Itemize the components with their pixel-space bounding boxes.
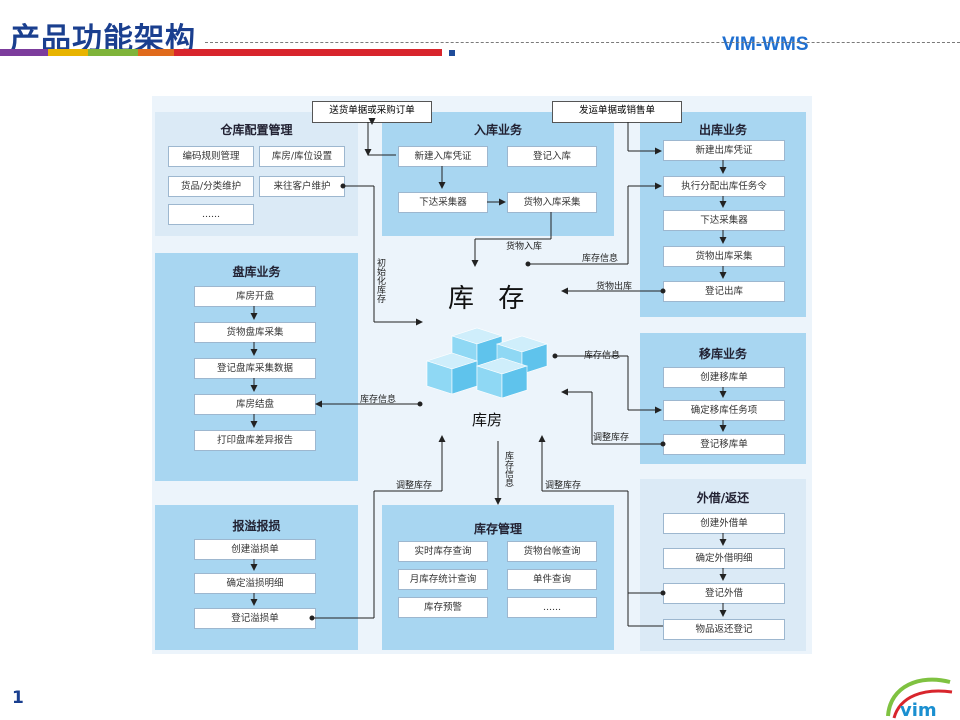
svg-text:vim: vim [900,700,937,720]
box-open-stocktake[interactable]: 库房开盘 [194,286,316,307]
panel-transfer-title: 移库业务 [698,347,747,361]
box-execute-allocation-order[interactable]: 执行分配出库任务令 [663,176,785,197]
box-goods-category[interactable]: 货品/分类维护 [168,176,254,197]
box-outbound-goods-collect[interactable]: 货物出库采集 [663,246,785,267]
box-outbound-dispatch-collector[interactable]: 下达采集器 [663,210,785,231]
panel-loss-title: 报溢报损 [232,519,281,533]
panel-lending-title: 外借/返还 [696,491,750,505]
box-stockmgmt-more[interactable]: ...... [507,597,597,618]
box-register-inbound[interactable]: 登记入库 [507,146,597,167]
panel-outbound-title: 出库业务 [698,123,747,137]
edge-label-goods-in: 货物入库 [506,242,543,252]
box-single-item-query[interactable]: 单件查询 [507,569,597,590]
box-inbound-dispatch-collector[interactable]: 下达采集器 [398,192,488,213]
box-new-inbound-voucher[interactable]: 新建入库凭证 [398,146,488,167]
box-confirm-loss-detail[interactable]: 确定溢损明细 [194,573,316,594]
box-stock-alert[interactable]: 库存预警 [398,597,488,618]
inventory-label: 库 存 [448,284,533,314]
box-confirm-transfer-task[interactable]: 确定移库任务项 [663,400,785,421]
warehouse-label: 库房 [472,411,503,429]
box-create-loss[interactable]: 创建溢损单 [194,539,316,560]
box-inbound-goods-collect[interactable]: 货物入库采集 [507,192,597,213]
warehouse-cubes-icon [426,327,548,399]
header-dashed-rule [205,42,960,43]
edge-label-adjust-lend: 调整库存 [545,481,582,491]
page-number: 1 [12,688,24,708]
panel-inbound: 入库业务 [382,112,614,236]
brand-label: VIM-WMS [722,34,809,55]
edge-label-init-stock: 初始化库存 [375,258,385,303]
box-return-register[interactable]: 物品返还登记 [663,619,785,640]
edge-label-stock-info-mgmt: 库存信息 [503,451,513,487]
panel-stockmgmt-title: 库存管理 [473,522,522,536]
vim-logo-icon: vim [886,677,953,720]
edge-label-goods-out: 货物出库 [596,282,633,292]
edge-label-adjust-move: 调整库存 [593,433,630,443]
edge-label-stock-info-take: 库存信息 [360,395,397,405]
box-confirm-lending-detail[interactable]: 确定外借明细 [663,548,785,569]
box-register-stocktake-data[interactable]: 登记盘库采集数据 [194,358,316,379]
architecture-diagram: 仓库配置管理 入库业务 出库业务 盘库业务 移库业务 外借/返还 报溢报损 库存… [152,96,812,654]
box-create-transfer[interactable]: 创建移库单 [663,367,785,388]
box-monthly-stock-stats[interactable]: 月库存统计查询 [398,569,488,590]
panel-stocktake-title: 盘库业务 [232,265,281,279]
doc-inbound-source: 送货单据或采购订单 [312,101,432,123]
box-goods-ledger-query[interactable]: 货物台帐查询 [507,541,597,562]
edge-label-stock-info-move: 库存信息 [584,351,621,361]
panel-inbound-title: 入库业务 [473,123,522,137]
box-close-stocktake[interactable]: 库房结盘 [194,394,316,415]
box-create-lending[interactable]: 创建外借单 [663,513,785,534]
box-realtime-stock-query[interactable]: 实时库存查询 [398,541,488,562]
header-square-mark [449,50,455,56]
box-warehouse-location-setup[interactable]: 库房/库位设置 [259,146,345,167]
doc-outbound-source: 发运单据或销售单 [552,101,682,123]
connector-lines [250,118,727,627]
box-code-rules[interactable]: 编码规则管理 [168,146,254,167]
edge-label-adjust-loss: 调整库存 [396,481,433,491]
box-new-outbound-voucher[interactable]: 新建出库凭证 [663,140,785,161]
box-stocktake-collect[interactable]: 货物盘库采集 [194,322,316,343]
box-config-more[interactable]: ...... [168,204,254,225]
box-print-stocktake-report[interactable]: 打印盘库差异报告 [194,430,316,451]
panel-config-title: 仓库配置管理 [220,123,293,137]
edge-label-stock-info-out: 库存信息 [582,254,619,264]
